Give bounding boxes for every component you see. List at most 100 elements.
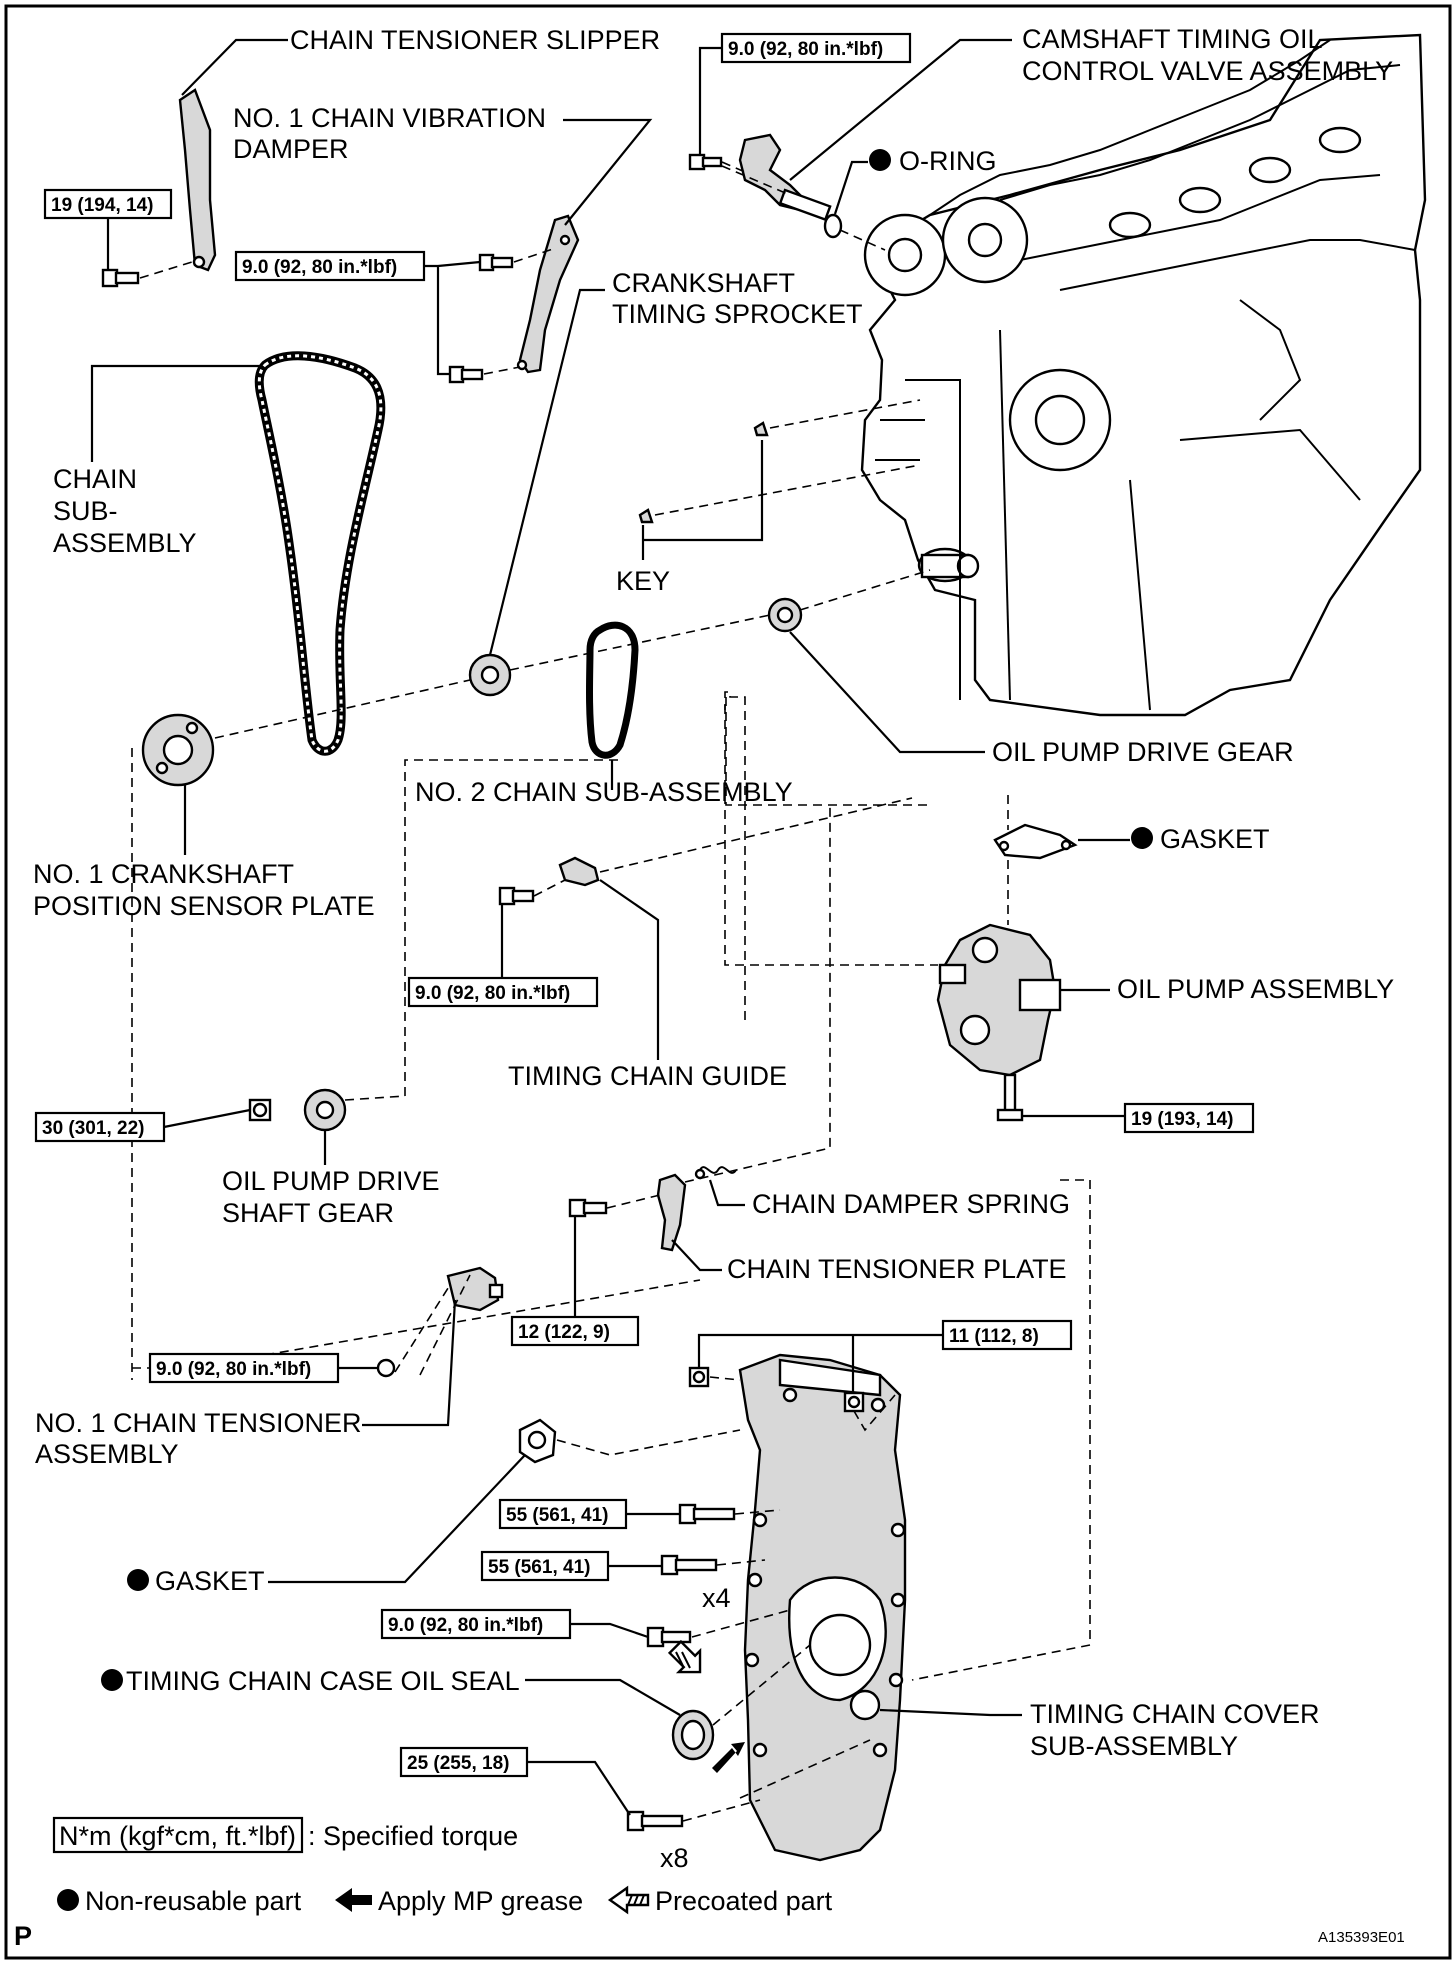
legend-specified-torque: : Specified torque (308, 1821, 518, 1851)
slipper-leader (181, 38, 288, 96)
mp-grease-arrow-seal (712, 1742, 745, 1773)
tensioner-assy-label-line1: NO. 1 CHAIN TENSIONER (35, 1408, 362, 1438)
guide-bolt (498, 886, 535, 906)
cover-bolt-c (646, 1626, 692, 1648)
tensioner-plate-bolt-torque-box (510, 1315, 640, 1347)
guide-bolt-torque-box (407, 976, 599, 1008)
tensioner-gasket (518, 1418, 557, 1464)
timing-chain-guide-leader (599, 879, 660, 1060)
precoated-arrow-cover (667, 1639, 702, 1674)
key-part-1 (638, 508, 654, 524)
legend-mp-grease-arrow (335, 1888, 372, 1912)
cover-nut-left (688, 1366, 710, 1388)
vibration-damper-label-line1: NO. 1 CHAIN VIBRATION (233, 103, 546, 133)
camshaft-timing-oil-control-valve (738, 133, 832, 222)
o-ring-non-reusable-mark (869, 149, 891, 171)
shaft-gear-label-line2: SHAFT GEAR (222, 1198, 394, 1228)
tensioner-plate-bolt-torque: 12 (122, 9) (518, 1322, 610, 1343)
diagram-frame (4, 4, 1452, 1960)
chain-tensioner-slipper-label: CHAIN TENSIONER SLIPPER (290, 25, 660, 55)
chain-tensioner-plate (656, 1173, 687, 1252)
vibration-damper-label-line2: DAMPER (233, 134, 349, 164)
cover-bolt-a (678, 1503, 736, 1525)
cover-bolt-c-torque-box (380, 1608, 572, 1640)
engine-block (860, 33, 1427, 717)
cover-nuts-torque-box (941, 1319, 1073, 1351)
legend-units-box (52, 1816, 304, 1854)
damper-bolts-torque: 9.0 (92, 80 in.*lbf) (242, 257, 397, 278)
chain-tensioner-plate-label: CHAIN TENSIONER PLATE (727, 1254, 1067, 1284)
legend-non-reusable-mark (57, 1889, 79, 1911)
chain-tensioner-slipper (178, 88, 217, 272)
oil-pump-gasket (993, 823, 1078, 860)
oil-pump-assembly-label: OIL PUMP ASSEMBLY (1117, 974, 1394, 1004)
ocv-bolt (688, 153, 723, 171)
damper-bolt-lower (448, 365, 484, 384)
cover-bolt-b-torque: 55 (561, 41) (488, 1557, 590, 1578)
page-mark: P (14, 1921, 32, 1951)
tensioner-assy-label-line2: ASSEMBLY (35, 1439, 179, 1469)
cover-bolts-x8-qty: x8 (660, 1843, 689, 1873)
no1-chain-tensioner-assembly (446, 1266, 504, 1312)
sensor-plate-label-line1: NO. 1 CRANKSHAFT (33, 859, 294, 889)
chain-label-line2: SUB- (53, 496, 118, 526)
sensor-plate-label-line2: POSITION SENSOR PLATE (33, 891, 375, 921)
slipper-bolt-torque: 19 (194, 14) (51, 195, 153, 216)
cover-nuts-torque: 11 (112, 8) (949, 1326, 1039, 1347)
cover-bolt-b (660, 1554, 718, 1576)
no2-chain-sub-assembly (586, 621, 639, 759)
chain-sub-assembly (254, 351, 386, 756)
oil-pump-bolt-torque: 19 (193, 14) (1131, 1109, 1233, 1130)
timing-chain-cover-sub-assembly (738, 1353, 907, 1862)
crankshaft-position-sensor-plate (141, 713, 215, 787)
slipper-bolt (101, 268, 140, 288)
legend-mp-grease: Apply MP grease (378, 1886, 583, 1916)
o-ring-label: O-RING (899, 146, 997, 176)
shaft-gear-nut (248, 1098, 272, 1122)
tensioner-plate-bolt (568, 1198, 608, 1218)
tensioner-nut-torque: 9.0 (92, 80 in.*lbf) (156, 1359, 311, 1380)
cover-bolts-x8 (626, 1810, 684, 1832)
guide-bolt-torque: 9.0 (92, 80 in.*lbf) (415, 983, 570, 1004)
cover-bolts-x8-torque-box (399, 1746, 529, 1778)
chain-label-line3: ASSEMBLY (53, 528, 197, 558)
gasket-tensioner-label: GASKET (155, 1566, 265, 1596)
no2-chain-label: NO. 2 CHAIN SUB-ASSEMBLY (415, 777, 793, 807)
cover-nut-right (843, 1391, 865, 1413)
o-ring (823, 213, 843, 239)
ocv-bolt-torque: 9.0 (92, 80 in.*lbf) (728, 39, 883, 60)
shaft-gear-nut-torque: 30 (301, 22) (42, 1118, 144, 1139)
shaft-gear-nut-torque-box (34, 1111, 166, 1143)
ocv-bolt-torque-box (720, 32, 912, 64)
cover-bolt-c-torque: 9.0 (92, 80 in.*lbf) (388, 1615, 543, 1636)
legend-precoated: Precoated part (655, 1886, 833, 1916)
gasket-pump-label: GASKET (1160, 824, 1270, 854)
cover-bolt-b-qty: x4 (702, 1583, 731, 1613)
timing-chain-case-oil-seal (671, 1709, 715, 1761)
oil-pump-drive-gear (767, 597, 803, 633)
oil-seal-leader (525, 1678, 681, 1716)
oil-pump-drive-gear-leader (789, 631, 985, 754)
cover-bolt-b-torque-box (480, 1550, 610, 1582)
oil-seal-label: TIMING CHAIN CASE OIL SEAL (126, 1666, 520, 1696)
tensioner-assy-leader (362, 1299, 457, 1427)
legend-non-reusable: Non-reusable part (85, 1886, 302, 1916)
gasket-tensioner-leader (268, 1454, 526, 1584)
ocv-leader (789, 38, 1012, 181)
camshaft-ocv-label-line2: CONTROL VALVE ASSEMBLY (1022, 56, 1393, 86)
crank-sprocket-label-line2: TIMING SPROCKET (612, 299, 863, 329)
cover-label-line1: TIMING CHAIN COVER (1030, 1699, 1320, 1729)
legend-units: N*m (kgf*cm, ft.*lbf) (59, 1821, 296, 1851)
cover-bolt-a-torque: 55 (561, 41) (506, 1505, 608, 1526)
key-label: KEY (616, 566, 670, 596)
cover-leader (879, 1708, 1022, 1717)
crankshaft-timing-sprocket (468, 653, 512, 697)
oil-pump-drive-gear-label: OIL PUMP DRIVE GEAR (992, 737, 1294, 767)
cover-bolts-x8-torque: 25 (255, 18) (407, 1753, 509, 1774)
damper-bolt-upper (478, 253, 514, 272)
camshaft-ocv-label-line1: CAMSHAFT TIMING OIL (1022, 24, 1323, 54)
cover-label-line2: SUB-ASSEMBLY (1030, 1731, 1238, 1761)
no1-chain-vibration-damper (516, 214, 580, 374)
oil-pump-bolt-torque-box (1123, 1102, 1255, 1134)
